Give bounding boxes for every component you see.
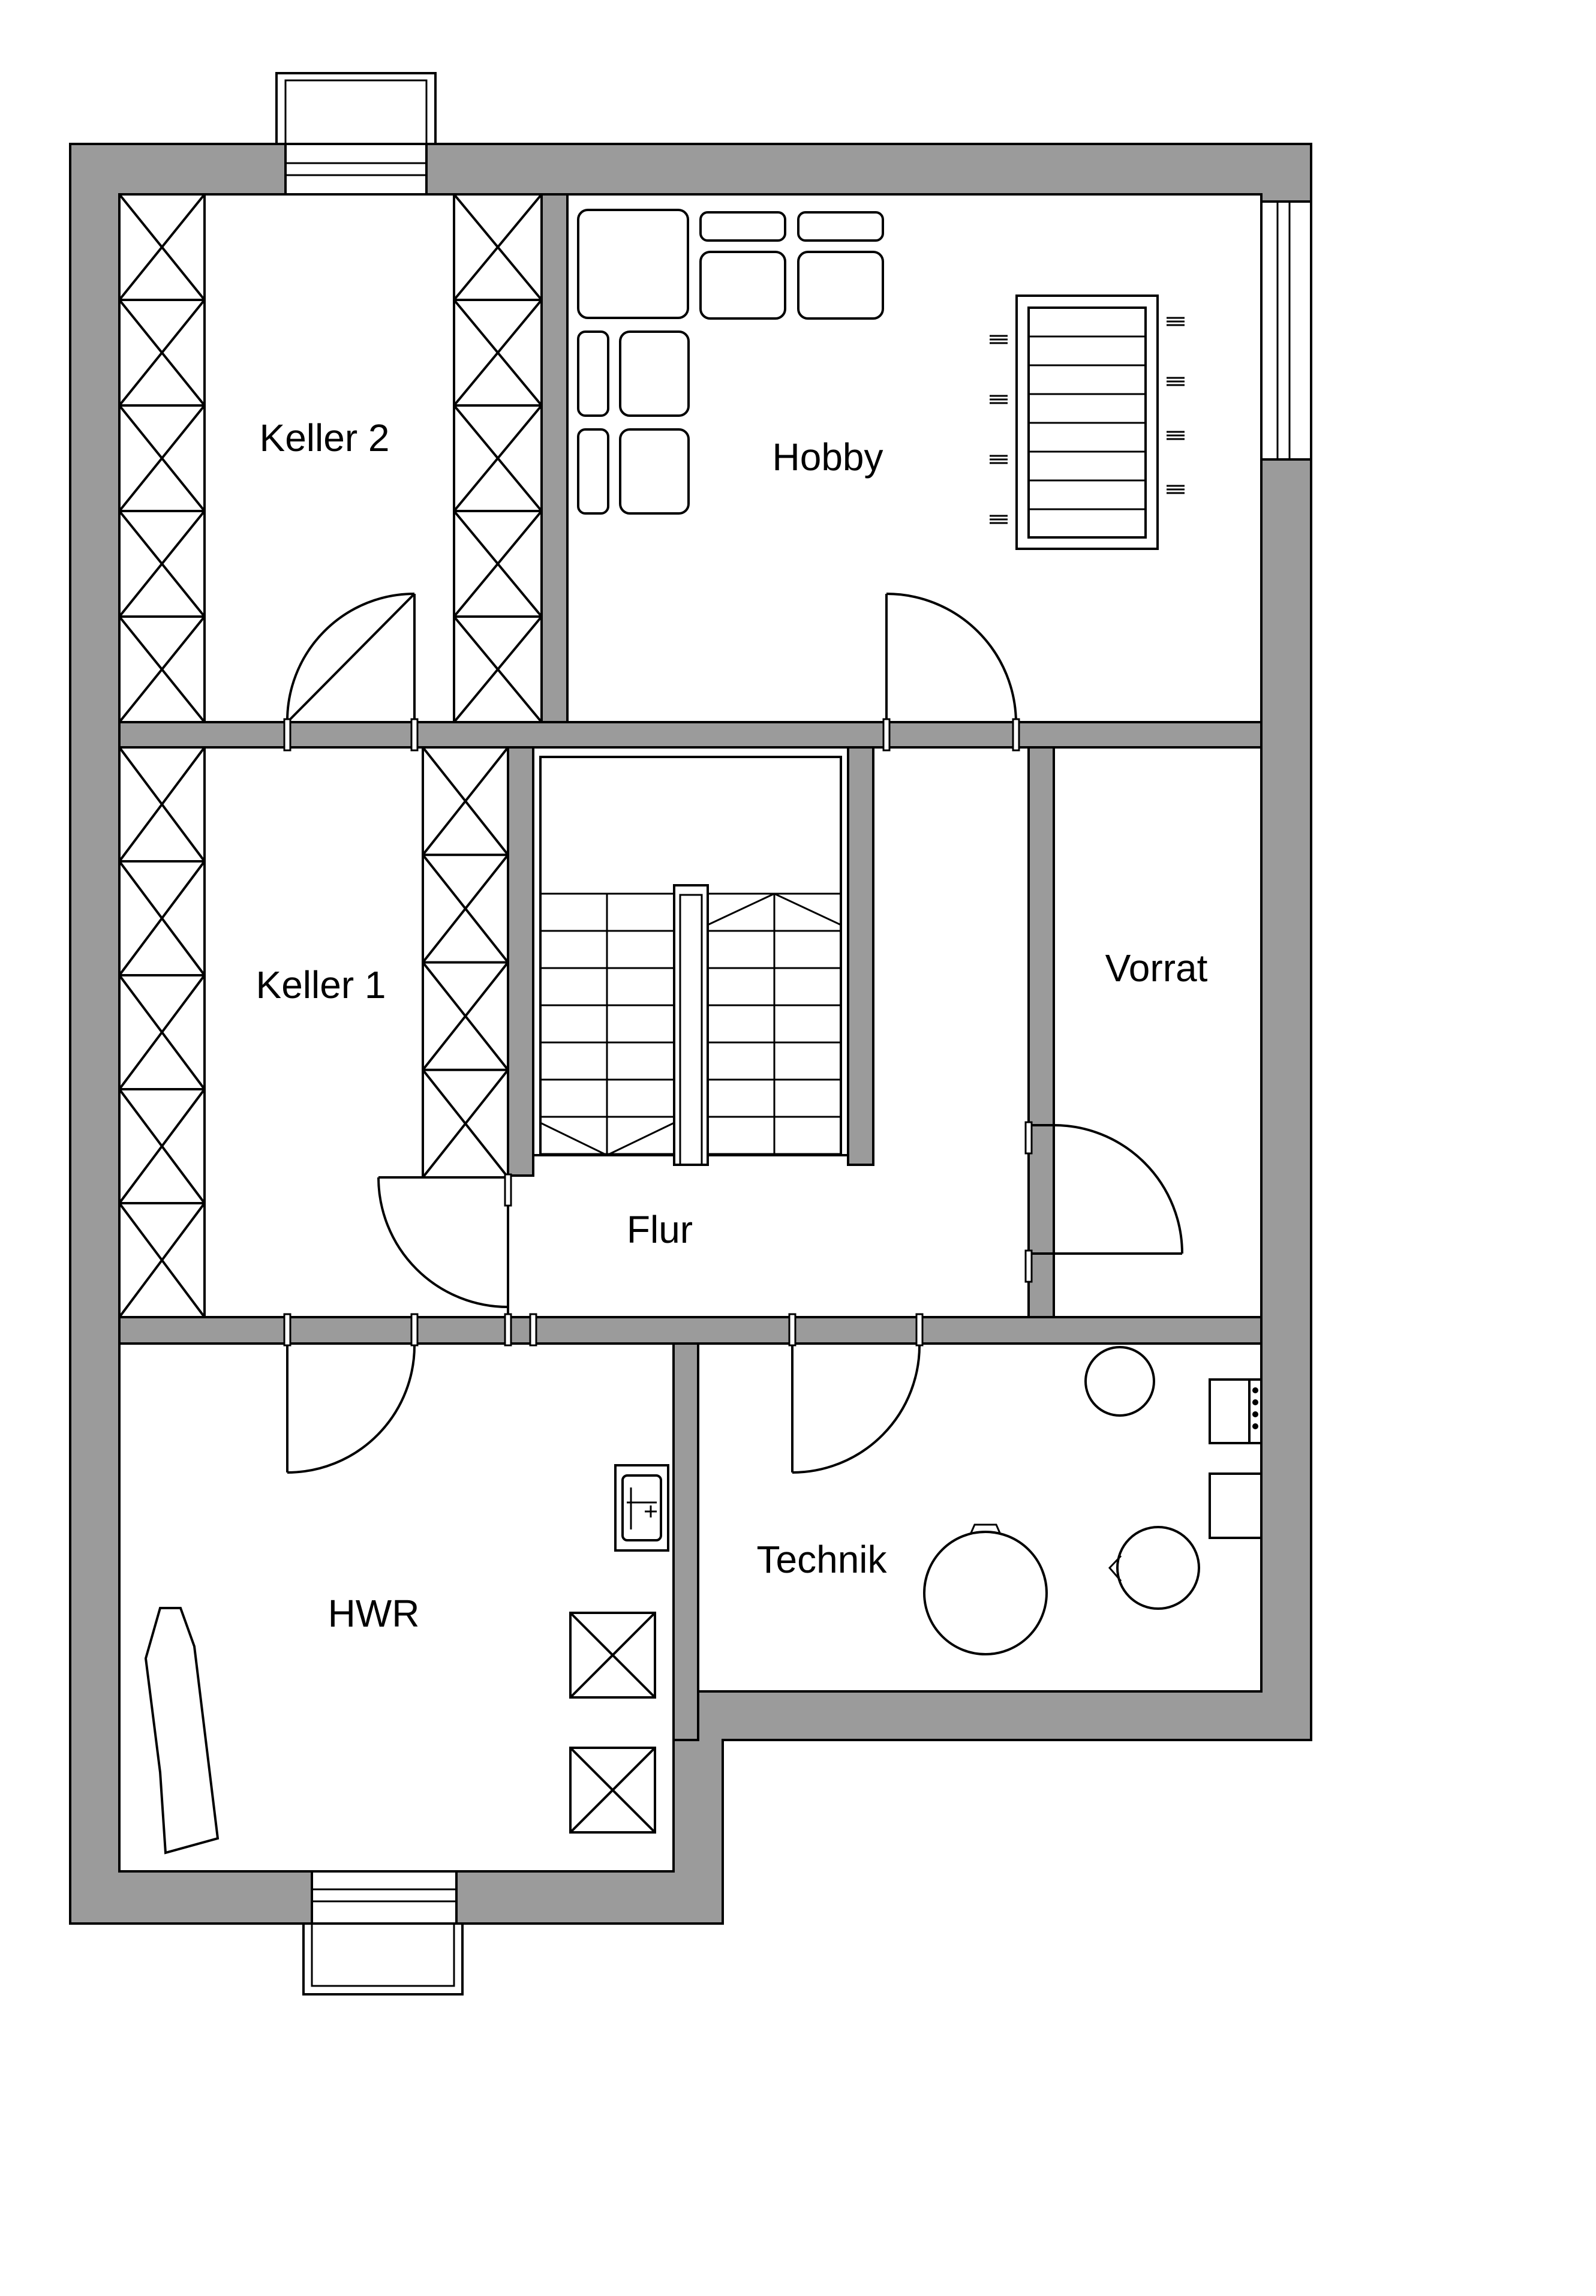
room-technik <box>697 1342 1263 1693</box>
room-label-flur: Flur <box>627 1208 693 1251</box>
shelf-cross <box>453 193 543 301</box>
shelf-cross <box>453 299 543 407</box>
door-jamb <box>882 718 891 752</box>
wall-hwr-technik <box>672 1342 699 1741</box>
wall-lower-horizontal-mid2 <box>532 1316 794 1345</box>
door-jamb <box>1024 1121 1033 1155</box>
shelf-unit <box>453 193 543 723</box>
jamb-ticks <box>283 718 1033 1347</box>
door-hwr <box>286 1343 416 1474</box>
shelf-cross <box>118 193 206 301</box>
room-label-keller2: Keller 2 <box>260 416 390 459</box>
shelf-cross <box>118 299 206 407</box>
wall-upper-horizontal-right <box>1015 721 1263 749</box>
door-jamb <box>410 718 419 752</box>
technik-tank-medium <box>1116 1526 1200 1610</box>
wall-stair-right <box>847 746 874 1166</box>
stair-arrow-down <box>540 1122 675 1156</box>
door-jamb <box>915 1313 924 1347</box>
shelf-cross <box>118 404 206 512</box>
technik-tank-large <box>923 1531 1048 1655</box>
shelf-cross <box>118 746 206 862</box>
wall-keller2-hobby <box>540 193 569 723</box>
door-jamb <box>283 718 291 752</box>
door-keller2 <box>285 593 416 723</box>
door-jamb <box>283 1313 291 1347</box>
shelf-cross <box>422 746 509 856</box>
room-vorrat <box>1053 746 1263 1318</box>
stair-arrow-up <box>707 892 841 926</box>
storage-shelves <box>118 193 543 1318</box>
room-label-hobby: Hobby <box>773 435 883 479</box>
shelf-cross <box>453 510 543 618</box>
technik-boiler-dots <box>1252 1387 1258 1429</box>
window-bottom <box>302 1870 464 1996</box>
wall-lower-horizontal-right <box>918 1316 1263 1345</box>
wall-upper-horizontal-left <box>118 721 288 749</box>
door-jamb <box>788 1313 797 1347</box>
dining-table <box>990 294 1185 550</box>
shelf-cross <box>453 615 543 723</box>
shelf-cross <box>118 510 206 618</box>
room-keller1 <box>118 746 509 1318</box>
room-stair-hall <box>507 746 1030 1318</box>
washing-machine <box>569 1612 656 1699</box>
dryer <box>569 1747 656 1834</box>
hobby-furniture <box>577 209 884 515</box>
door-jamb <box>504 1173 512 1207</box>
wall-upper-horizontal-mid <box>413 721 888 749</box>
shelf-cross <box>118 860 206 976</box>
technik-tank-small <box>1084 1346 1155 1417</box>
room-label-hwr: HWR <box>328 1592 420 1635</box>
door-vorrat <box>1053 1124 1183 1255</box>
door-jamb <box>1012 718 1020 752</box>
wall-lower-horizontal-left <box>118 1316 288 1345</box>
wall-vorrat-left <box>1027 746 1055 1126</box>
ironing-board <box>144 1607 220 1855</box>
shelf-cross <box>118 974 206 1090</box>
technik-cabinet <box>1209 1472 1263 1539</box>
technik-boiler-panel <box>1248 1378 1263 1444</box>
hwr-sink <box>614 1464 669 1552</box>
shelf-unit <box>118 193 206 723</box>
technik-tank-large-valve <box>969 1523 1002 1535</box>
door-hobby <box>885 593 1017 723</box>
door-jamb <box>410 1313 419 1347</box>
shelf-cross <box>422 854 509 963</box>
wall-vorrat-left-lower <box>1027 1252 1055 1318</box>
wall-lower-horizontal-mid1 <box>413 1316 509 1345</box>
door-jamb <box>504 1313 512 1347</box>
door-keller1 <box>377 1176 509 1308</box>
shelf-cross <box>453 404 543 512</box>
door-jamb <box>1024 1249 1033 1283</box>
staircase <box>532 746 849 1166</box>
shelf-cross <box>422 1069 509 1179</box>
shelf-cross <box>422 961 509 1071</box>
shelf-cross <box>118 1202 206 1318</box>
shelf-unit <box>118 746 206 1318</box>
room-label-technik: Technik <box>757 1538 888 1581</box>
shelf-cross <box>118 615 206 723</box>
door-jamb <box>529 1313 537 1347</box>
window-top <box>275 72 437 196</box>
wall-stair-left <box>507 746 534 1177</box>
technik-tank-medium-valve <box>1108 1555 1122 1582</box>
door-technik <box>791 1343 921 1474</box>
room-label-vorrat: Vorrat <box>1105 946 1208 990</box>
window-right <box>1260 200 1312 461</box>
shelf-cross <box>118 1088 206 1204</box>
room-label-keller1: Keller 1 <box>256 963 386 1006</box>
